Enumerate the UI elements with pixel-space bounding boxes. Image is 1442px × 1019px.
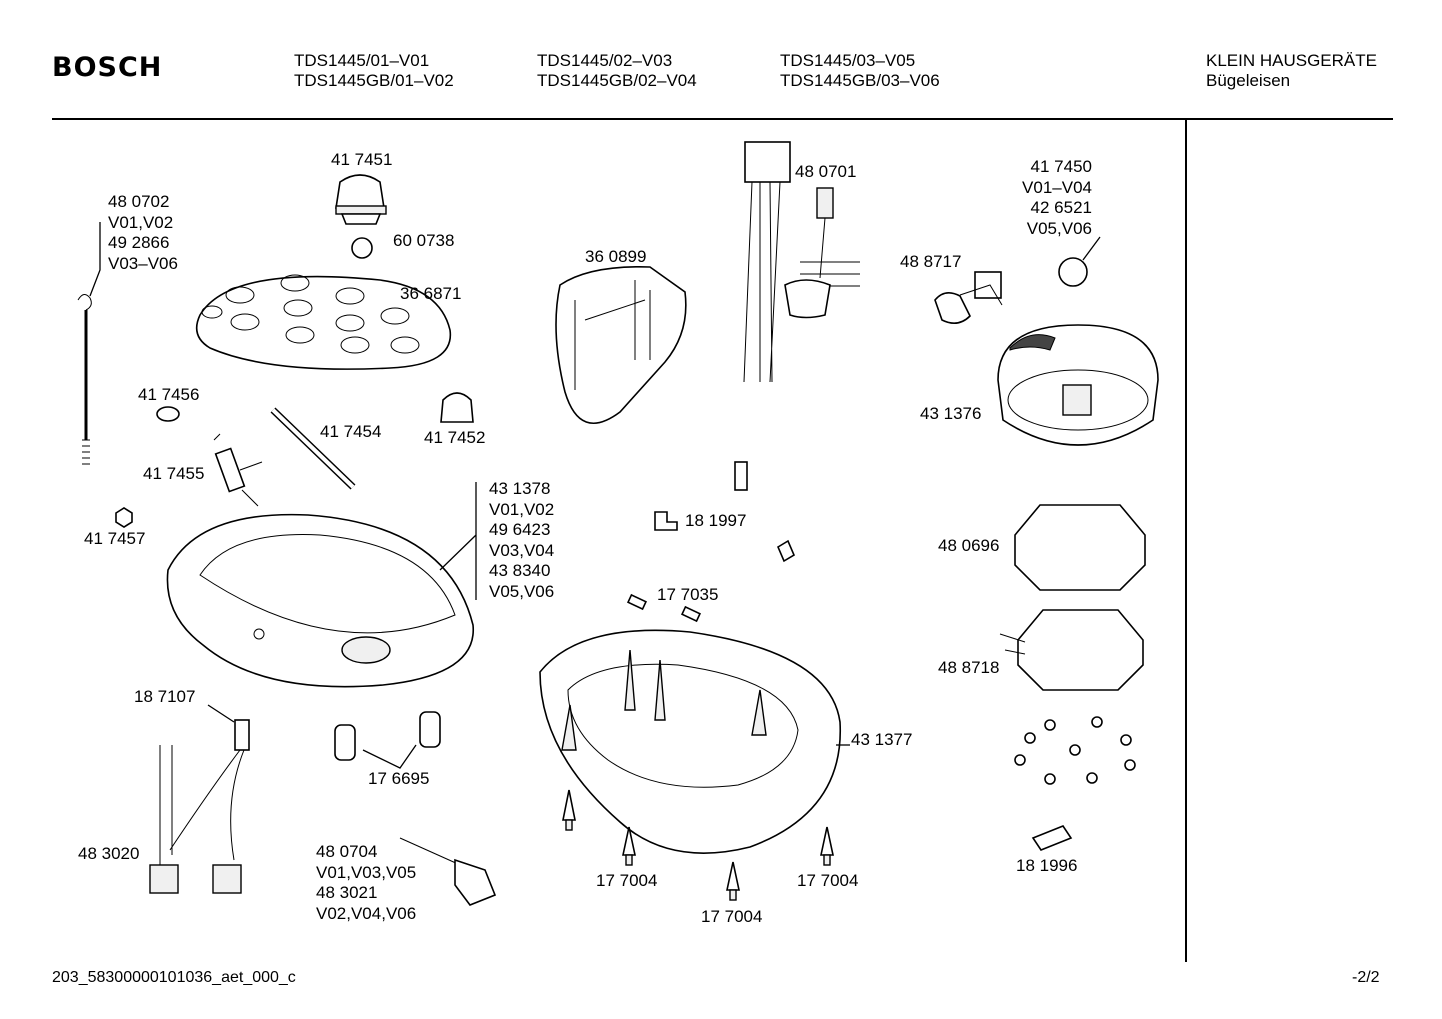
- seal-ring-part: [1058, 257, 1088, 287]
- spring-rod-part: [77, 222, 101, 465]
- part-label-488718: 48 8718: [938, 658, 1000, 677]
- part-label-480696: 48 0696: [938, 536, 1000, 555]
- heater-plate-part: [1014, 504, 1146, 591]
- model-code: TDS1445GB/02–V04: [537, 71, 697, 90]
- part-label-360899: 36 0899: [585, 247, 647, 266]
- part-label-431377: 43 1377: [851, 730, 913, 749]
- model-code: TDS1445/01–V01: [294, 51, 430, 70]
- heating-element-part: [999, 609, 1144, 691]
- clip-part: [654, 461, 796, 563]
- document-id: 203_58300000101036_aet_000_c: [52, 969, 296, 986]
- water-tank-part: [997, 324, 1159, 446]
- brand-logo: BOSCH: [52, 52, 163, 83]
- part-label-417454: 41 7454: [320, 422, 382, 441]
- lower-housing-part: [539, 629, 842, 854]
- model-code: TDS1445GB/03–V06: [780, 71, 940, 90]
- part-label-181996: 18 1996: [1016, 856, 1078, 875]
- model-list-2: TDS1445/02–V03 TDS1445GB/02–V04: [537, 51, 697, 91]
- page-number: -2/2: [1352, 969, 1380, 986]
- screw-set-part: [1014, 716, 1136, 785]
- part-label-431376: 43 1376: [920, 404, 982, 423]
- category-subtitle: Bügeleisen: [1206, 71, 1291, 90]
- leader-line: [439, 482, 477, 600]
- button-plate-part: [195, 274, 452, 370]
- part-label-177004: 17 7004: [596, 871, 658, 890]
- part-label-417456: 41 7456: [138, 385, 200, 404]
- pin-clips-part: [626, 593, 702, 623]
- filler-cap-part: [335, 174, 387, 259]
- model-list-1: TDS1445/01–V01 TDS1445GB/01–V02: [294, 51, 454, 91]
- spacer-part: [334, 711, 441, 769]
- nut-part: [115, 507, 133, 528]
- model-list-3: TDS1445/03–V05 TDS1445GB/03–V06: [780, 51, 940, 91]
- part-label-488717: 48 8717: [900, 252, 962, 271]
- part-label-417455: 41 7455: [143, 464, 205, 483]
- model-code: TDS1445/03–V05: [780, 51, 916, 70]
- part-label-176695: 17 6695: [368, 769, 430, 788]
- part-label-600738: 60 0738: [393, 231, 455, 250]
- gasket-part: [156, 406, 180, 422]
- steam-connector-part: [934, 271, 1003, 324]
- category-title: KLEIN HAUSGERÄTE: [1206, 51, 1377, 70]
- category: KLEIN HAUSGERÄTE Bügeleisen: [1206, 51, 1377, 91]
- model-code: TDS1445GB/01–V02: [294, 71, 454, 90]
- model-code: TDS1445/02–V03: [537, 51, 673, 70]
- mains-plug-part: [399, 837, 497, 906]
- part-label-483020: 48 3020: [78, 844, 140, 863]
- part-label-417452: 41 7452: [424, 428, 486, 447]
- thermostat-part: [1031, 825, 1073, 851]
- part-label-366871: 36 6871: [400, 284, 462, 303]
- part-label-181997: 18 1997: [685, 511, 747, 530]
- leader-line: [1082, 236, 1101, 261]
- cable-set-part: [149, 704, 250, 894]
- housing-shell-part: [555, 266, 687, 424]
- wire-harness-part: [743, 141, 860, 383]
- part-label-417457: 41 7457: [84, 529, 146, 548]
- part-label-417451: 41 7451: [331, 150, 393, 169]
- part-label-177004: 17 7004: [797, 871, 859, 890]
- valve-part: [213, 433, 263, 507]
- rivet-pins-part: [562, 789, 834, 901]
- part-label-480701: 48 0701: [795, 162, 857, 181]
- part-label-177035: 17 7035: [657, 585, 719, 604]
- part-label-187107: 18 7107: [134, 687, 196, 706]
- knob-part: [440, 392, 474, 423]
- part-label-177004: 17 7004: [701, 907, 763, 926]
- soleplate-cover-part: [166, 513, 474, 688]
